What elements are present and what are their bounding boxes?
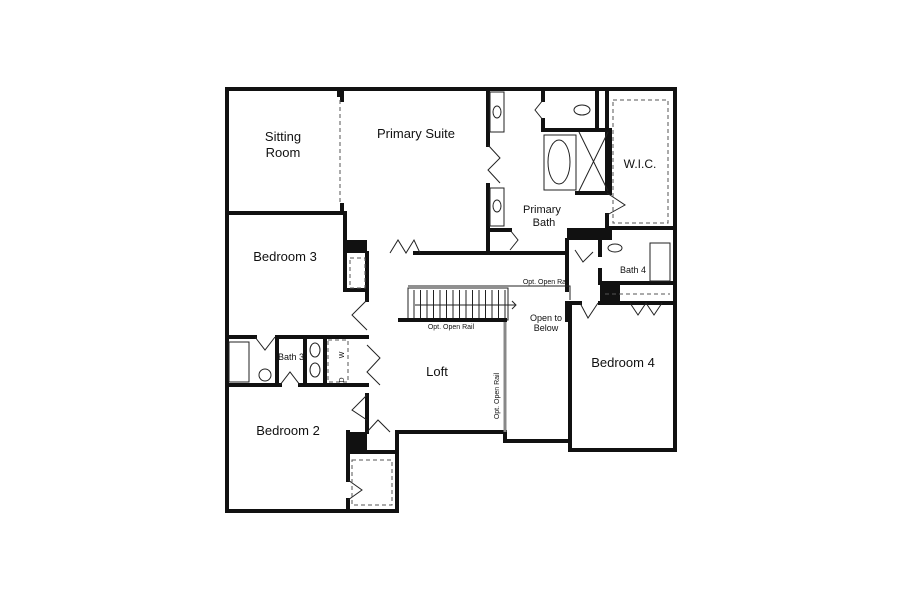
- note-opt-open-rail-top: Opt. Open Rail: [523, 279, 570, 286]
- room-label-bedroom-2: Bedroom 2: [256, 423, 320, 438]
- room-label-primary-bath: Primary: [523, 204, 561, 216]
- room-label-wic: W.I.C.: [624, 157, 657, 171]
- room-label-primary-suite: Primary Suite: [377, 126, 455, 141]
- room-label-bath-4: Bath 4: [620, 265, 646, 275]
- structural-blocks: [337, 89, 620, 452]
- note-opt-open-rail-vertical: Opt. Open Rail: [494, 372, 501, 419]
- room-label-primary-bath-2: Bath: [533, 217, 556, 229]
- staircase: [398, 285, 571, 432]
- room-label-bedroom-4: Bedroom 4: [591, 355, 655, 370]
- room-label-sitting-room: Sitting: [265, 129, 301, 144]
- washer-label: W: [339, 351, 346, 358]
- fixtures: [228, 91, 671, 506]
- room-label-bedroom-3: Bedroom 3: [253, 249, 317, 264]
- exterior-wall: [225, 87, 677, 513]
- dryer-label: D: [339, 377, 346, 382]
- room-label-bath-3: Bath 3: [278, 352, 304, 362]
- note-opt-open-rail-stair: Opt. Open Rail: [428, 324, 475, 331]
- room-label-open-to-below: Open to: [530, 313, 562, 323]
- room-label-loft: Loft: [426, 364, 448, 379]
- room-label-sitting-room-2: Room: [266, 145, 301, 160]
- doors: [254, 99, 663, 501]
- room-label-open-to-below-2: Below: [534, 323, 559, 333]
